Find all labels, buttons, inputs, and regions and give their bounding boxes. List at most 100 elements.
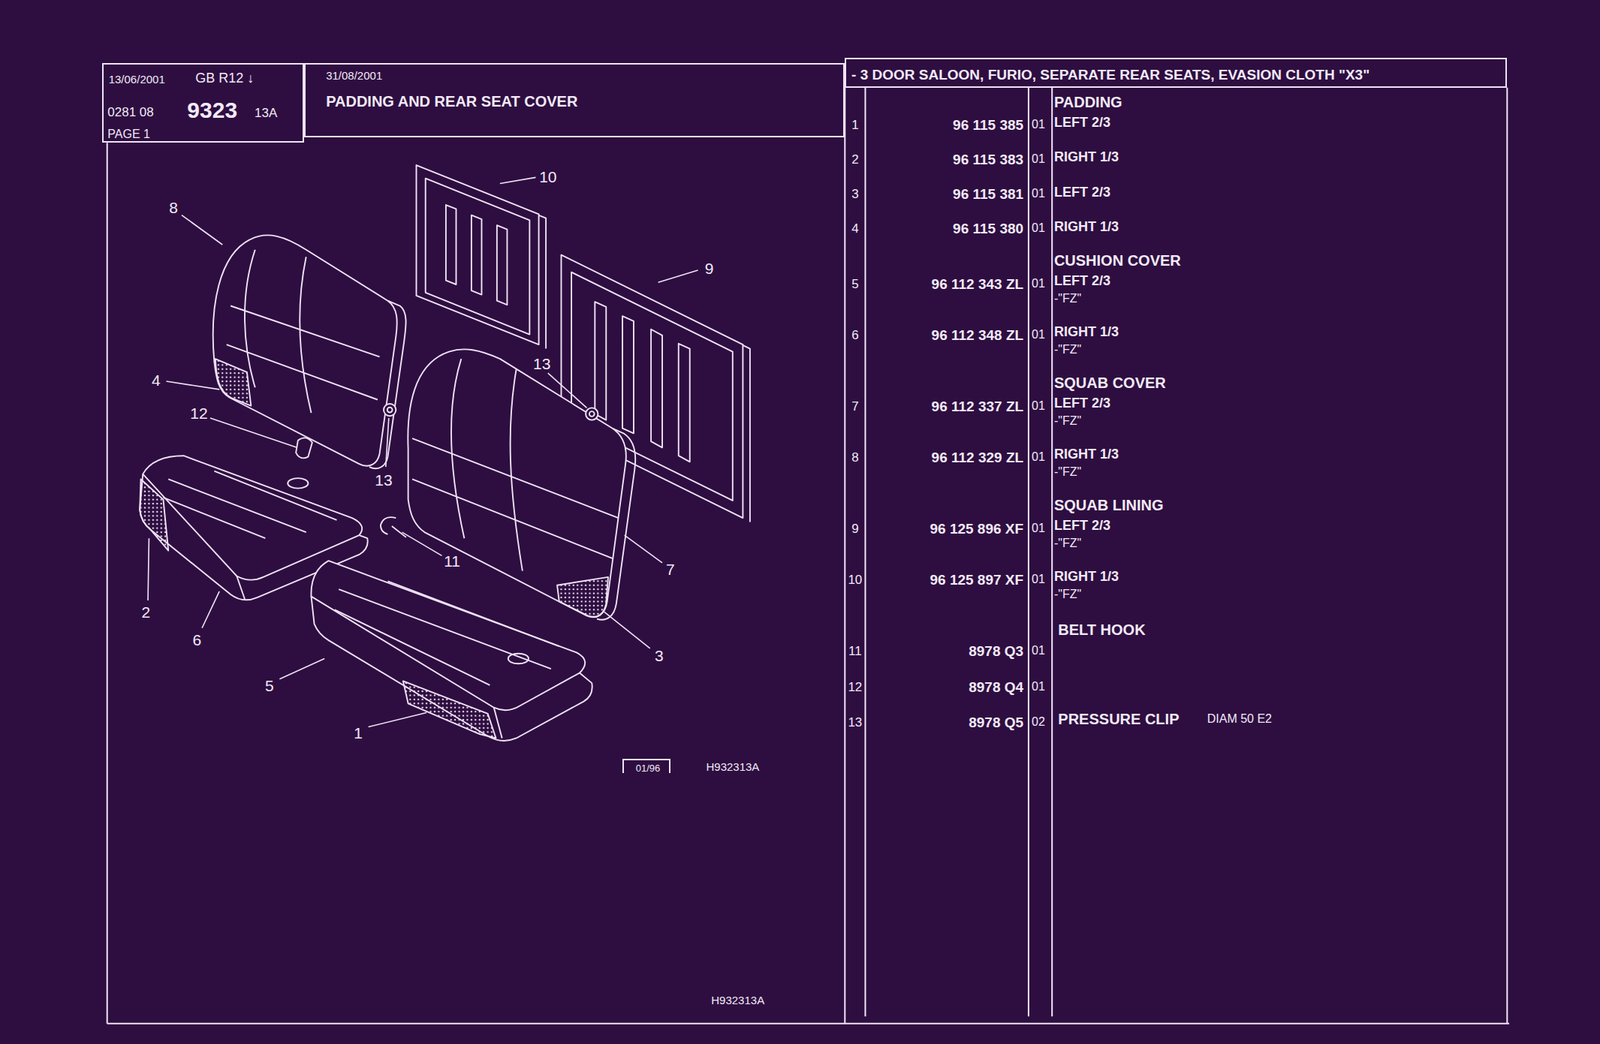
part-number: 96 112 343 ZL bbox=[931, 276, 1025, 291]
callout-number: 1 bbox=[353, 724, 363, 741]
part-number: 96 112 337 ZL bbox=[931, 398, 1025, 413]
row-number: 8 bbox=[851, 450, 859, 464]
callout-number: 13 bbox=[374, 471, 392, 488]
cushion-cover bbox=[310, 560, 585, 711]
side-description: RIGHT 1/3 bbox=[1054, 569, 1119, 584]
region-code: GB R12 ↓ bbox=[195, 71, 254, 85]
padding-hatch bbox=[139, 479, 169, 551]
variant-note: -"FZ" bbox=[1054, 415, 1082, 428]
quantity-code: 01 bbox=[1031, 644, 1046, 657]
leader-line bbox=[210, 418, 298, 448]
padding-hatch bbox=[215, 358, 252, 406]
part-number: 96 125 897 XF bbox=[929, 572, 1024, 587]
padding-hatch bbox=[403, 680, 497, 739]
side-description: RIGHT 1/3 bbox=[1054, 325, 1119, 339]
quantity-code: 01 bbox=[1031, 153, 1046, 166]
leader-line bbox=[401, 532, 442, 556]
callout-number: 11 bbox=[443, 553, 461, 570]
lining-panel-frame bbox=[425, 178, 531, 335]
leader-line bbox=[548, 373, 588, 408]
row-number: 13 bbox=[847, 716, 862, 730]
part-number: 96 115 380 bbox=[952, 221, 1024, 236]
callout-number: 13 bbox=[533, 355, 551, 371]
callout-number: 10 bbox=[539, 168, 557, 185]
squab-cover bbox=[407, 349, 627, 618]
squab-seam bbox=[412, 358, 619, 572]
part-number: 8978 Q5 bbox=[968, 715, 1024, 730]
part-number: 96 125 896 XF bbox=[929, 521, 1024, 536]
belt-hook bbox=[295, 437, 313, 459]
quantity-code: 01 bbox=[1031, 118, 1046, 131]
variant-note: DIAM 50 E2 bbox=[1207, 713, 1272, 726]
sheet-title-box: 31/08/2001PADDING AND REAR SEAT COVER bbox=[304, 63, 845, 138]
row-number: 4 bbox=[851, 222, 859, 236]
belt-hook bbox=[380, 517, 407, 538]
plate-number: 9323 bbox=[186, 99, 238, 122]
callout-number: 7 bbox=[665, 561, 675, 578]
quantity-code: 01 bbox=[1031, 328, 1046, 341]
variant-note: -"FZ" bbox=[1054, 466, 1082, 479]
pressure-clip bbox=[585, 407, 598, 420]
leader-line bbox=[500, 177, 537, 184]
row-number: 7 bbox=[851, 399, 859, 413]
callout-number: 3 bbox=[654, 647, 664, 663]
row-number: 9 bbox=[851, 521, 859, 535]
table-column-line bbox=[864, 87, 866, 1018]
drawing-reference: H932313A bbox=[705, 760, 760, 772]
quantity-code: 01 bbox=[1031, 680, 1046, 694]
callout-number: 6 bbox=[192, 632, 202, 648]
pressure-clip bbox=[383, 403, 396, 416]
leader-lines bbox=[147, 177, 699, 727]
leader-line bbox=[166, 381, 220, 390]
model-description: - 3 DOOR SALOON, FURIO, SEPARATE REAR SE… bbox=[851, 67, 1370, 82]
quantity-code: 01 bbox=[1031, 400, 1046, 413]
part-number: 96 115 381 bbox=[952, 186, 1024, 202]
leader-line bbox=[368, 713, 427, 728]
row-number: 3 bbox=[851, 187, 859, 201]
part-number: 96 115 385 bbox=[952, 117, 1024, 132]
callout-number: 2 bbox=[141, 604, 151, 621]
quantity-code: 02 bbox=[1031, 716, 1046, 729]
part-name: SQUAB COVER bbox=[1054, 375, 1167, 391]
leader-line bbox=[385, 418, 389, 468]
side-description: RIGHT 1/3 bbox=[1054, 447, 1119, 462]
plate-suffix: 13A bbox=[254, 106, 278, 120]
variant-note: -"FZ" bbox=[1054, 588, 1082, 601]
table-column-line bbox=[1027, 87, 1030, 1018]
quantity-code: 01 bbox=[1031, 522, 1046, 535]
part-number: 8978 Q3 bbox=[968, 644, 1024, 659]
lining-panel bbox=[415, 165, 539, 345]
leader-line bbox=[658, 270, 699, 283]
part-name: BELT HOOK bbox=[1057, 622, 1146, 638]
row-number: 6 bbox=[851, 328, 859, 341]
table-column-line bbox=[1051, 87, 1053, 1018]
side-description: LEFT 2/3 bbox=[1054, 396, 1111, 410]
part-name: CUSHION COVER bbox=[1054, 253, 1182, 269]
cushion-seam bbox=[334, 581, 560, 686]
drawing-reference: H932313A bbox=[711, 994, 765, 1006]
side-description: RIGHT 1/3 bbox=[1054, 150, 1119, 164]
sheet-frame bbox=[107, 87, 1510, 1025]
quantity-code: 01 bbox=[1031, 451, 1046, 464]
side-description: LEFT 2/3 bbox=[1054, 185, 1111, 199]
side-description: RIGHT 1/3 bbox=[1054, 219, 1119, 234]
frame-line bbox=[1506, 87, 1508, 1025]
leader-line bbox=[147, 538, 149, 601]
part-number: 96 112 329 ZL bbox=[931, 449, 1025, 465]
row-number: 5 bbox=[851, 277, 859, 290]
frame-line bbox=[843, 87, 846, 1025]
squab-cover bbox=[213, 235, 398, 466]
callout-number: 9 bbox=[705, 260, 715, 277]
drawing-date: 01/96 bbox=[635, 762, 661, 773]
pressure-clip bbox=[589, 411, 595, 417]
issue-date: 31/08/2001 bbox=[325, 69, 383, 81]
leader-line bbox=[604, 611, 651, 649]
row-number: 12 bbox=[847, 680, 862, 694]
quantity-code: 01 bbox=[1031, 573, 1046, 586]
side-description: LEFT 2/3 bbox=[1054, 274, 1111, 288]
leader-line bbox=[624, 535, 663, 564]
leader-line bbox=[181, 215, 223, 245]
quantity-code: 01 bbox=[1031, 222, 1046, 235]
part-number: 8978 Q4 bbox=[968, 679, 1024, 694]
